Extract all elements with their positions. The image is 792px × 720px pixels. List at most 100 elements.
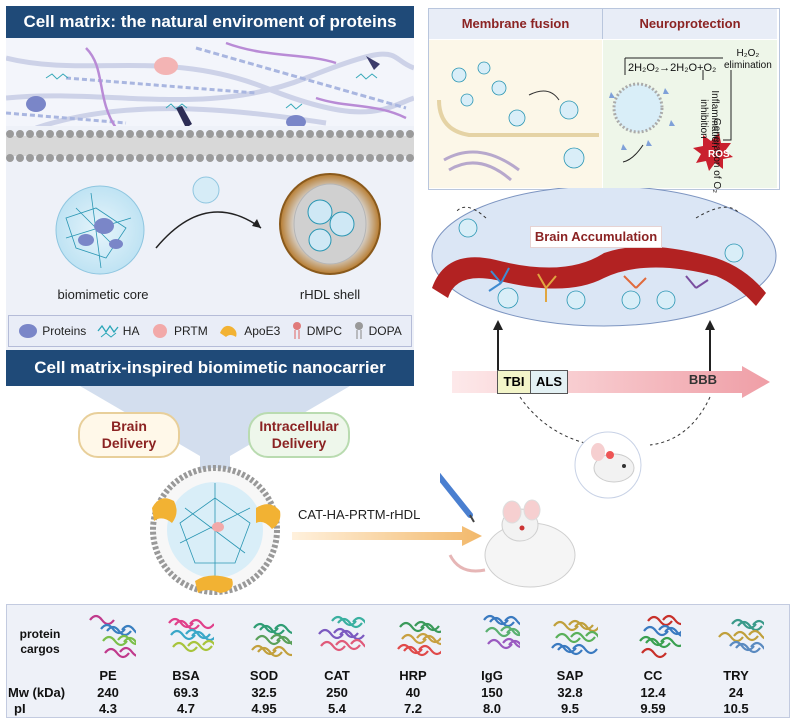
extracellular-matrix-illustration xyxy=(6,38,414,130)
protein-mw: 40 xyxy=(405,685,421,700)
prtm-icon xyxy=(152,324,167,338)
ros-burst-icon xyxy=(693,133,733,171)
legend-item-prtm: PRTM xyxy=(150,323,208,339)
protein-structure-icon xyxy=(639,614,681,659)
mouse-head-illustration xyxy=(574,431,642,499)
tbi-label: TBI xyxy=(497,370,531,394)
neuroprotection-header xyxy=(603,9,777,39)
protein-name: SOD xyxy=(249,668,279,683)
protein-name: CAT xyxy=(324,668,350,683)
legend: Proteins HA PRTM ApoE3 DMPC DOPA xyxy=(8,315,412,347)
protein-pi: 10.5 xyxy=(723,701,749,716)
protein-name: IgG xyxy=(481,668,503,683)
biomimetic-core-label: biomimetic core xyxy=(57,287,149,302)
inflammation-label: Inflammation inhibition xyxy=(698,84,720,174)
brain-accumulation-label: Brain Accumulation xyxy=(530,226,662,248)
protein-pi: 4.3 xyxy=(98,701,118,716)
legend-label: ApoE3 xyxy=(244,324,281,338)
funnel-arrow xyxy=(80,386,350,471)
nanocarrier-title: Cell matrix-inspired biomimetic nanocarr… xyxy=(6,350,414,386)
protein-pi: 4.95 xyxy=(251,701,277,716)
brain-delivery-label: Brain Delivery xyxy=(78,412,180,458)
protein-name: CC xyxy=(643,668,663,683)
nanocarrier-particle xyxy=(150,465,281,595)
als-label: ALS xyxy=(530,370,568,394)
protein-mw: 12.4 xyxy=(640,685,666,700)
protein-pi: 4.7 xyxy=(176,701,196,716)
mouse-illustration xyxy=(440,472,576,588)
formulation-label: CAT-HA-PRTM-rHDL xyxy=(298,507,421,522)
legend-label: DOPA xyxy=(368,324,402,338)
small-core-icon xyxy=(192,176,220,204)
legend-item-dopa: DOPA xyxy=(353,322,402,340)
protein-name: BSA xyxy=(172,668,200,683)
protein-mw: 32.5 xyxy=(251,685,277,700)
neuroprotection-title: Neuroprotection xyxy=(639,16,741,31)
intracellular-delivery-label: Intracellular Delivery xyxy=(248,412,350,458)
membrane-fusion-title: Membrane fusion xyxy=(461,16,570,31)
protein-pi: 8.0 xyxy=(482,701,502,716)
syringe-icon xyxy=(440,472,473,518)
protein-name: HRP xyxy=(399,668,427,683)
ros-label: ROS xyxy=(708,149,730,160)
cell-matrix-title: Cell matrix: the natural enviroment of p… xyxy=(6,6,414,38)
protein-mw: 240 xyxy=(97,685,119,700)
protein-structure-icon xyxy=(89,614,136,659)
intracellular-delivery-text: Intracellular Delivery xyxy=(259,418,339,451)
legend-label: PRTM xyxy=(173,324,208,338)
protein-mw: 69.3 xyxy=(173,685,199,700)
protein-structure-icon xyxy=(551,619,598,656)
pi-header: pI xyxy=(14,701,26,716)
lipid-bilayer-membrane xyxy=(6,126,414,166)
apoe3-icon xyxy=(256,504,281,529)
brain-delivery-text: Brain Delivery xyxy=(101,418,157,451)
apoe3-icon xyxy=(220,325,237,337)
membrane-fusion-illustration xyxy=(429,40,602,188)
protein-structure-icon xyxy=(251,622,292,658)
core-to-shell-illustration xyxy=(55,173,381,275)
brain-accumulation-illustration xyxy=(431,188,777,327)
protein-pi: 9.5 xyxy=(560,701,580,716)
protein-structure-icon xyxy=(718,618,764,654)
inflammation-inhibition-label: Inflammation inhibition xyxy=(698,90,720,148)
rhdl-shell-label: rHDL shell xyxy=(299,287,361,302)
protein-mw: 24 xyxy=(728,685,744,700)
protein-structure-icon xyxy=(318,615,365,652)
h2o2-elimination-text: H₂O₂ elimination xyxy=(724,48,772,71)
protein-name: TRY xyxy=(723,668,749,683)
ha-icon xyxy=(97,324,119,338)
protein-table xyxy=(6,604,790,718)
dmpc-icon xyxy=(292,322,301,339)
legend-label: DMPC xyxy=(306,324,343,338)
apoe3-icon xyxy=(195,575,233,593)
formulation-arrow xyxy=(292,526,482,546)
protein-mw: 150 xyxy=(481,685,503,700)
protein-mw: 250 xyxy=(326,685,348,700)
membrane-fusion-header xyxy=(429,9,603,39)
protein-structure-icon xyxy=(397,620,441,657)
legend-label: HA xyxy=(122,324,140,338)
legend-item-proteins: Proteins xyxy=(18,323,86,339)
legend-item-ha: HA xyxy=(97,323,140,339)
protein-structure-icon xyxy=(168,617,214,653)
up-arrow-right xyxy=(705,320,715,372)
protein-pi: 9.59 xyxy=(640,701,666,716)
protein-pi: 5.4 xyxy=(327,701,347,716)
bbb-label: BBB xyxy=(688,372,718,387)
protein-pi: 7.2 xyxy=(403,701,423,716)
protein-mw: 32.8 xyxy=(557,685,583,700)
protein-cargos-header: protein cargos xyxy=(19,627,61,656)
protein-structure-icon xyxy=(483,614,520,650)
protein-name: PE xyxy=(99,668,117,683)
mw-header: Mw (kDa) xyxy=(8,685,66,700)
apoe3-icon xyxy=(152,498,177,523)
neuroprotection-illustration xyxy=(603,40,777,188)
reaction-text: 2H₂O₂→2H₂O+O₂ xyxy=(628,62,717,74)
protein-icon xyxy=(19,324,38,338)
protein-name: SAP xyxy=(556,668,584,683)
legend-label: Proteins xyxy=(42,324,87,338)
dopa-icon xyxy=(354,322,363,339)
legend-item-dmpc: DMPC xyxy=(291,322,342,340)
up-arrow-left xyxy=(493,320,503,372)
legend-item-apoe3: ApoE3 xyxy=(218,323,280,339)
